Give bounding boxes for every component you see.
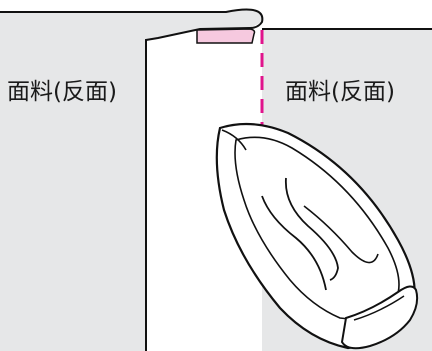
iron-icon — [215, 122, 419, 350]
right-fabric-label: 面料(反面) — [285, 79, 395, 105]
seam-allowance — [196, 28, 256, 44]
left-fabric-folded-edge — [0, 8, 264, 29]
left-fabric-seam-edge — [145, 27, 251, 351]
left-fabric-panel — [0, 0, 263, 351]
left-fabric-label: 面料(反面) — [7, 79, 117, 105]
